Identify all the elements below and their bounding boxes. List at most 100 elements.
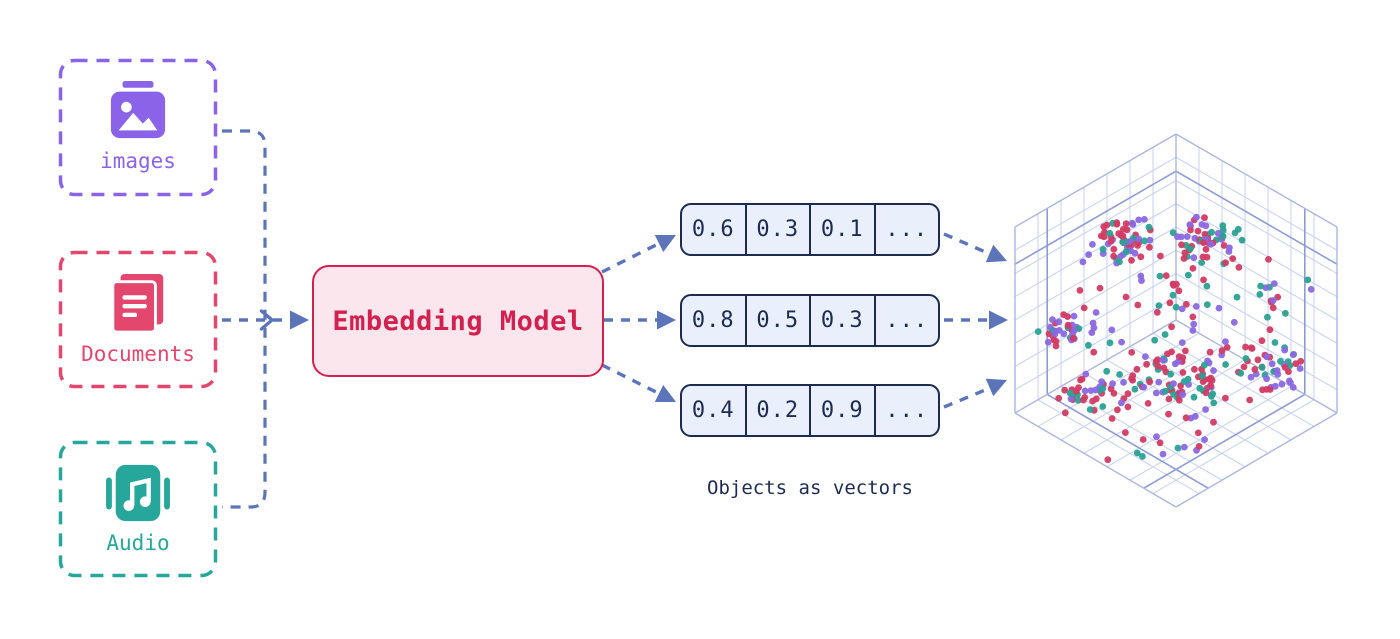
scatter-dot [1161,387,1169,395]
vector-cell: 0.3 [809,296,874,345]
scatter-dot [1161,331,1169,338]
vector-row-1: 0.6 0.3 0.1 ... [680,203,940,256]
scatter-dot [1103,367,1111,375]
scatter-dot [1190,393,1198,401]
scatter-dot [1061,409,1069,417]
scatter-dot [1120,378,1127,386]
scatter-dot [1141,237,1148,245]
scatter-dot [1098,378,1106,386]
scatter-dot [1266,326,1274,334]
scatter-dot [1193,213,1200,221]
scatter-dot [1097,232,1105,240]
grid-line [1014,273,1177,367]
scatter-dot [1168,323,1175,331]
scatter-dot [1114,406,1121,414]
scatter-dot [1289,351,1297,358]
vector-cell: 0.8 [691,308,735,333]
scatter-dot [1266,386,1274,393]
scatter-dot [1182,414,1190,422]
scatter-dot [1110,390,1118,397]
grid-line [1014,203,1177,298]
scatter-dot [1144,400,1152,407]
scatter-dot [1050,336,1058,344]
scatter-dot [1257,282,1264,290]
scatter-dot [1067,395,1075,403]
vector-row-2: 0.8 0.5 0.3 ... [680,294,940,347]
scatter-dot [1172,303,1180,311]
scatter-dot [1116,371,1123,378]
accent-grid-line [1014,170,1177,265]
scatter-dot [1128,256,1135,264]
connector-arrows [222,129,1008,509]
scatter-dot [1119,232,1127,240]
scatter-dot [1086,406,1094,413]
scatter-dot [1126,238,1134,245]
scatter-dot [1181,249,1189,257]
scatter-dot [1178,241,1185,249]
scatter-dot [1189,265,1197,272]
scatter-dot [1135,235,1143,243]
scatter-dot [1070,334,1077,342]
arrow-model-to-vector-1 [601,241,661,274]
scatter-dot [1222,338,1229,345]
scatter-dot [1186,245,1194,253]
scatter-dot [1135,216,1143,224]
scatter-dot [1139,453,1146,460]
scatter-dot [1256,291,1264,298]
scatter-dot [1146,378,1154,386]
grid-line [1152,399,1315,495]
grid-line [1014,180,1177,274]
scatter-dots [1034,213,1315,464]
scatter-dot [1103,221,1111,229]
scatter-dot [1242,355,1250,362]
scatter-dot [1155,302,1163,309]
scatter-dot [1200,276,1207,284]
scatter-dot [1108,415,1116,422]
scatter-dot [1192,303,1200,310]
scatter-dot [1131,249,1139,257]
scatter-dot [1184,271,1192,279]
scatter-dot [1196,384,1204,392]
scatter-dot [1164,350,1171,358]
scatter-dot [1151,336,1159,344]
scatter-dot [1229,255,1237,262]
scatter-dot [1076,287,1084,294]
scatter-dot [1222,394,1229,402]
scatter-dot [1146,236,1154,244]
scatter-dot [1117,253,1125,260]
scatter-dot [1186,221,1194,229]
scatter-dot [1165,395,1173,403]
scatter-dot [1122,429,1129,436]
scatter-dot [1119,225,1127,233]
scatter-dot [1222,259,1229,267]
input-box-documents: Documents [58,250,218,389]
scatter-dot [1070,327,1078,334]
scatter-dot [1129,221,1137,228]
cube-edge [1014,319,1177,414]
scatter-dot [1079,258,1087,266]
scatter-dot [1190,320,1198,328]
scatter-dot [1089,241,1096,248]
scatter-dot [1085,251,1092,258]
scatter-dot [1237,369,1245,377]
accent-grid-line [1046,393,1209,489]
scatter-dot [1155,378,1163,386]
scatter-dot [1203,301,1211,308]
scatter-dot [1166,299,1174,307]
scatter-dot [1258,364,1266,371]
scatter-dot [1141,216,1148,223]
scatter-dot [1277,357,1284,365]
scatter-dot [1055,318,1063,326]
arrowhead-icon [654,235,676,252]
vector-cell: 0.2 [744,386,810,435]
scatter-dot [1210,399,1218,407]
scatter-dot [1175,287,1183,295]
scatter-dot [1116,258,1123,266]
scatter-dot [1264,313,1271,321]
scatter-dot [1206,348,1214,356]
scatter-dot [1187,226,1194,234]
scatter-dot [1080,396,1087,404]
scatter-dot [1234,225,1242,233]
audio-icon [106,464,170,522]
